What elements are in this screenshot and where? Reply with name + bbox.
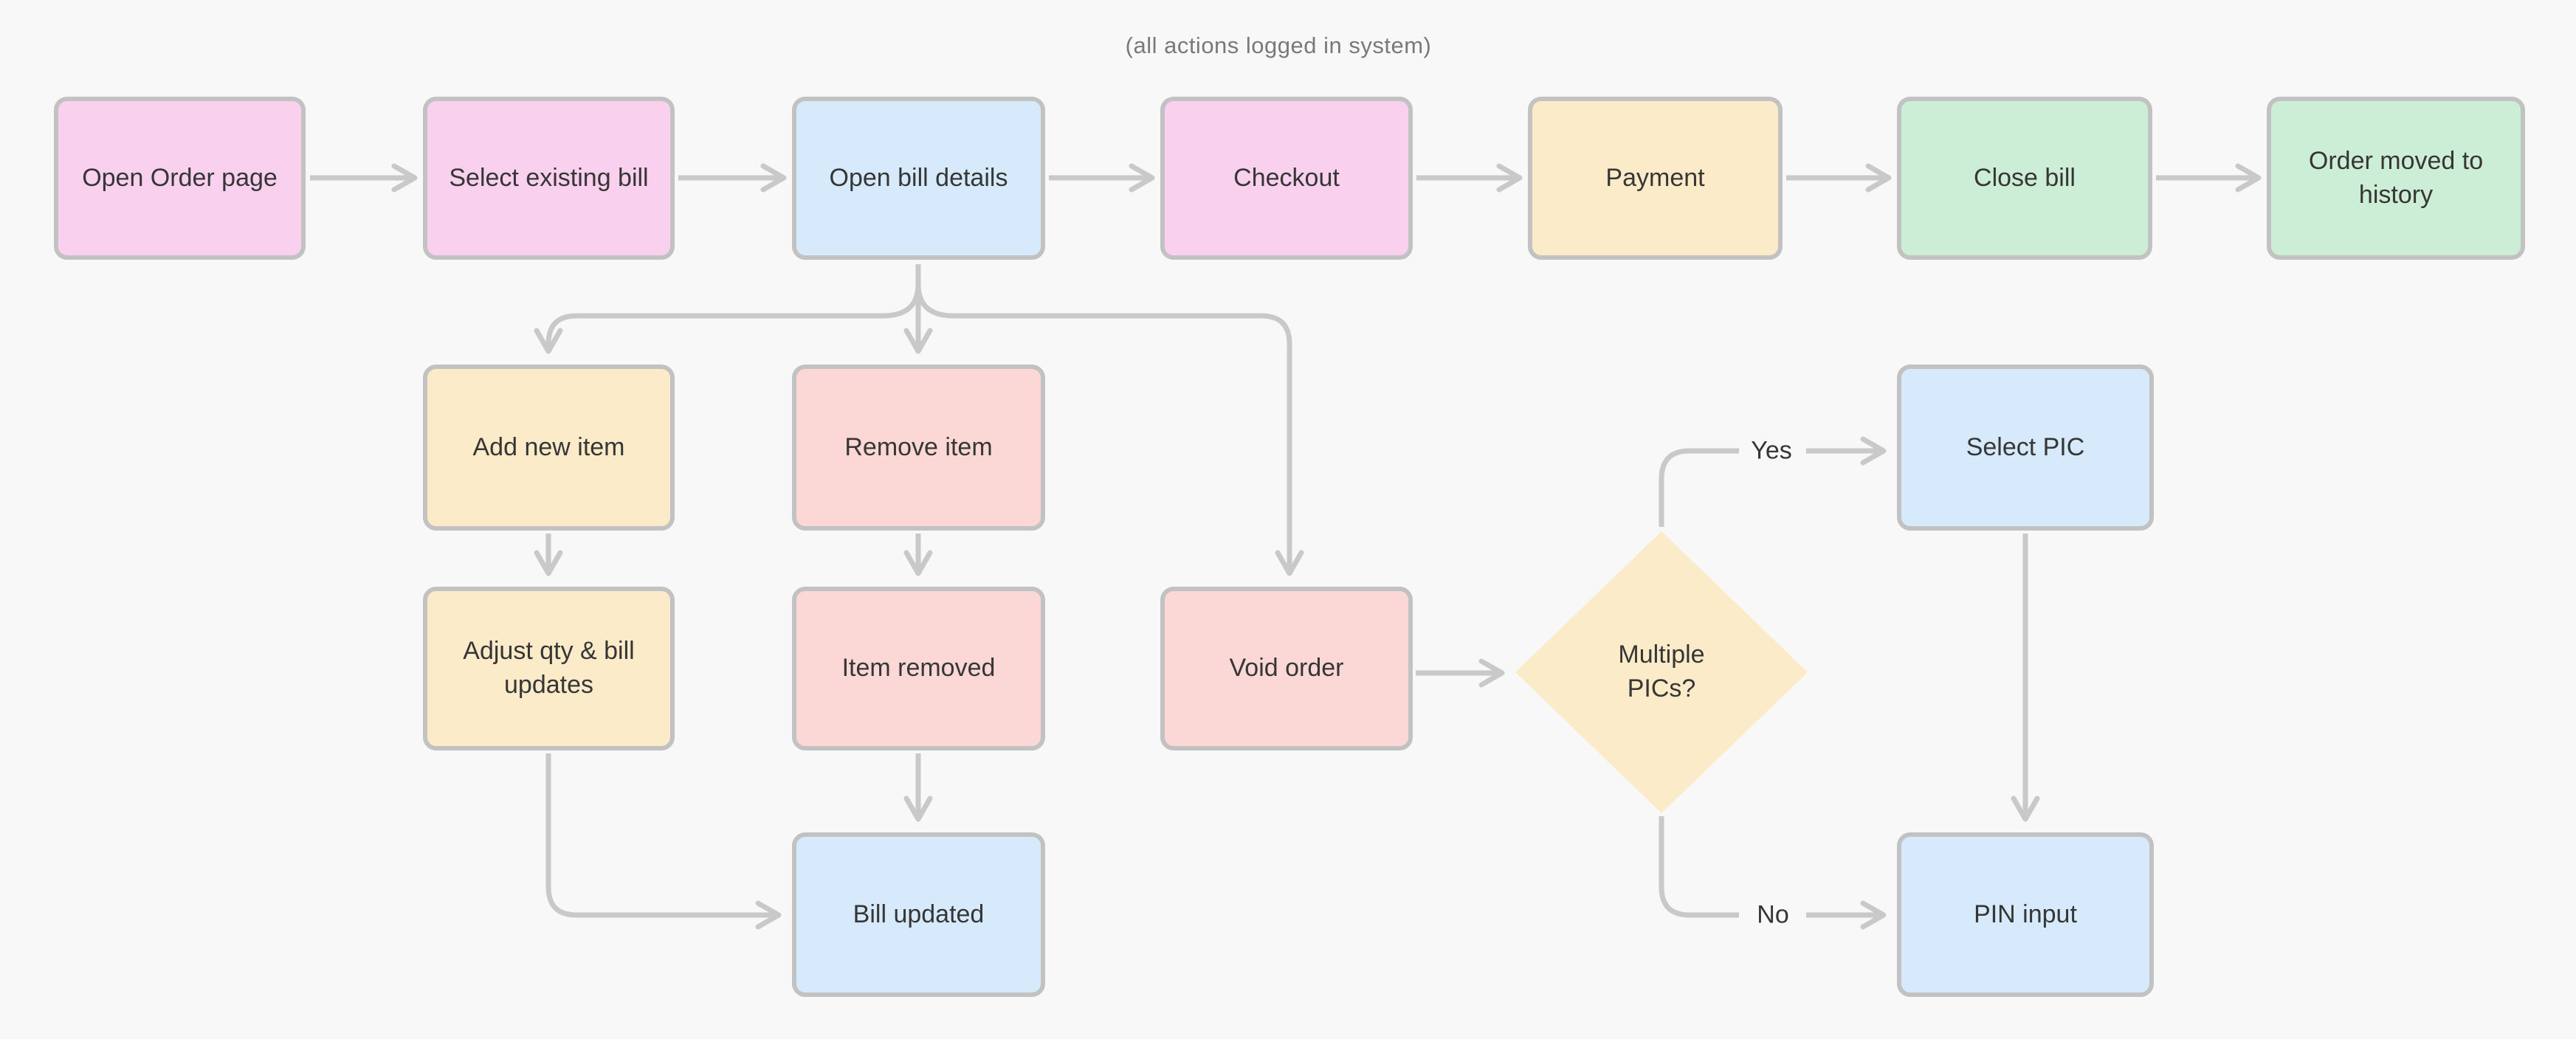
edge-bill-details-to-add-item (534, 264, 921, 354)
node-label-remove-item: Remove item (844, 432, 993, 461)
edge-label-yes-label: Yes (1751, 436, 1792, 465)
node-item-removed: Item removed (792, 587, 1045, 750)
edge-adjust-qty-to-bill-updated (545, 753, 782, 930)
node-label-bill-updated: Bill updated (853, 900, 985, 928)
node-label-multiple-pics: Multiple PICs? (1618, 641, 1705, 703)
node-add-new-item: Add new item (423, 365, 675, 531)
edge-multiple-pics-no-stub (1659, 816, 1739, 918)
node-void-order: Void order (1160, 587, 1413, 750)
node-label-open-bill-details: Open bill details (829, 163, 1008, 192)
node-label-checkout: Checkout (1233, 163, 1340, 192)
node-label-adjust-qty-bill-updates: Adjust qty & bill updates (463, 637, 635, 699)
node-label-close-bill: Close bill (1974, 163, 2076, 192)
node-label-void-order: Void order (1229, 654, 1344, 683)
node-checkout: Checkout (1160, 97, 1413, 260)
node-order-moved-to-history: Order moved to history (2267, 97, 2525, 260)
node-select-existing-bill: Select existing bill (423, 97, 675, 260)
node-label-open-order-page: Open Order page (82, 163, 278, 192)
node-label-order-moved-to-history: Order moved to history (2308, 146, 2484, 209)
node-remove-item: Remove item (792, 365, 1045, 531)
node-open-bill-details: Open bill details (792, 97, 1045, 260)
node-payment: Payment (1528, 97, 1783, 260)
diagram-annotation: (all actions logged in system) (1125, 32, 1432, 58)
node-label-item-removed: Item removed (841, 654, 996, 683)
node-label-select-pic: Select PIC (1966, 432, 2085, 461)
edge-multiple-pics-yes-stub (1659, 448, 1739, 527)
node-adjust-qty-bill-updates: Adjust qty & bill updates (423, 587, 675, 750)
node-label-select-existing-bill: Select existing bill (449, 163, 649, 192)
node-label-add-new-item: Add new item (472, 432, 625, 461)
node-pin-input: PIN input (1897, 832, 2154, 997)
node-label-pin-input: PIN input (1974, 900, 2077, 928)
node-close-bill: Close bill (1897, 97, 2152, 260)
node-open-order-page: Open Order page (54, 97, 306, 260)
edge-label-no-label: No (1757, 900, 1789, 929)
node-select-pic: Select PIC (1897, 365, 2154, 531)
node-multiple-pics: Multiple PICs? (1515, 531, 1808, 813)
node-label-payment: Payment (1605, 163, 1705, 192)
node-bill-updated: Bill updated (792, 832, 1045, 997)
